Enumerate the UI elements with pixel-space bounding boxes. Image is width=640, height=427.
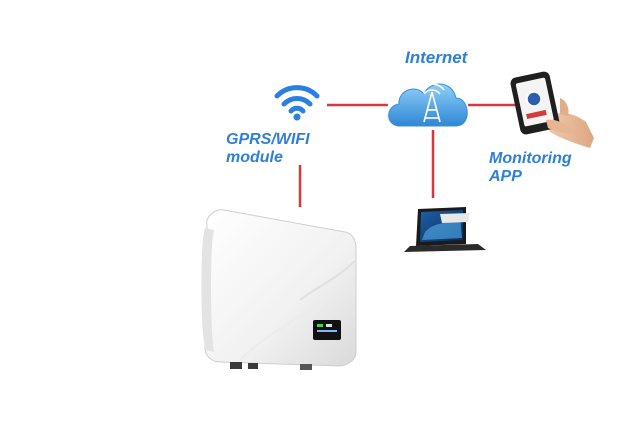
- monitoring-label-line2: APP: [489, 168, 522, 185]
- gprs-wifi-label-line2: module: [226, 149, 283, 166]
- gprs-wifi-label-line1: GPRS/WIFI: [226, 131, 310, 148]
- wifi-icon: [274, 85, 320, 121]
- laptop-icon: [404, 207, 486, 252]
- tower-icon: [419, 83, 445, 123]
- gprs-wifi-module-label: GPRS/WIFI module: [226, 131, 310, 167]
- connector-lines: [298, 103, 515, 207]
- internet-label: Internet: [405, 48, 468, 67]
- cloud-icon: [388, 83, 468, 127]
- monitoring-label-line1: Monitoring: [489, 150, 572, 167]
- monitoring-app-label: Monitoring APP: [489, 150, 572, 186]
- inverter-device: [201, 209, 357, 370]
- smartphone-icon: [510, 71, 594, 148]
